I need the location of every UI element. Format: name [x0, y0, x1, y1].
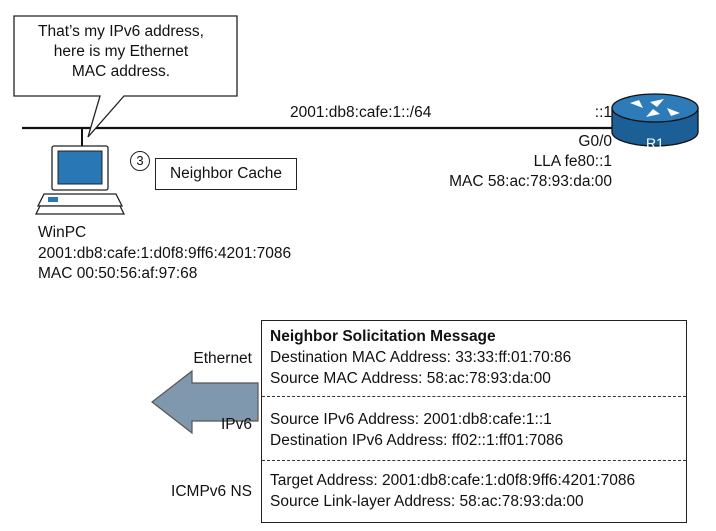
- pc-icon: [34, 145, 126, 215]
- layer-label-ipv6: IPv6: [220, 416, 252, 433]
- router-name: R1: [646, 135, 664, 151]
- icmpv6-field: Source Link-layer Address: 58:ac:78:93:d…: [270, 493, 584, 510]
- section-divider: [262, 396, 686, 397]
- neighbor-cache-box: Neighbor Cache: [155, 158, 297, 190]
- router-lla: LLA fe80::1: [533, 153, 612, 170]
- router-icon: [611, 93, 699, 147]
- icmpv6-field: Target Address: 2001:db8:cafe:1:d0f8:9ff…: [270, 472, 636, 489]
- speech-line: That’s my IPv6 address,: [38, 23, 204, 40]
- message-title: Neighbor Solicitation Message: [270, 328, 496, 345]
- network-prefix: 2001:db8:cafe:1::/64: [290, 104, 432, 121]
- layer-label-ethernet: Ethernet: [193, 350, 252, 367]
- ethernet-field: Destination MAC Address: 33:33:ff:01:70:…: [270, 349, 572, 366]
- pc-name: WinPC: [38, 224, 87, 241]
- step-number-badge: 3: [130, 151, 150, 171]
- neighbor-solicitation-message: Neighbor Solicitation Message Destinatio…: [261, 320, 687, 523]
- frame-direction-arrow: [151, 369, 259, 435]
- pc-ipv6: 2001:db8:cafe:1:d0f8:9ff6:4201:7086: [38, 245, 292, 262]
- ipv6-field: Destination IPv6 Address: ff02::1:ff01:7…: [270, 432, 564, 449]
- section-divider: [262, 460, 686, 461]
- ipv6-field: Source IPv6 Address: 2001:db8:cafe:1::1: [270, 411, 552, 428]
- speech-line: here is my Ethernet: [53, 43, 189, 60]
- pc-mac: MAC 00:50:56:af:97:68: [38, 265, 198, 282]
- speech-line: MAC address.: [71, 63, 171, 80]
- router-interface: G0/0: [578, 133, 612, 150]
- layer-label-icmpv6: ICMPv6 NS: [171, 483, 252, 500]
- router-host-id: ::1: [594, 104, 612, 121]
- speech-bubble: [13, 15, 238, 138]
- router-mac: MAC 58:ac:78:93:da:00: [449, 173, 612, 190]
- speech-text: That’s my IPv6 address, here is my Ether…: [18, 22, 224, 82]
- ethernet-field: Source MAC Address: 58:ac:78:93:da:00: [270, 370, 551, 387]
